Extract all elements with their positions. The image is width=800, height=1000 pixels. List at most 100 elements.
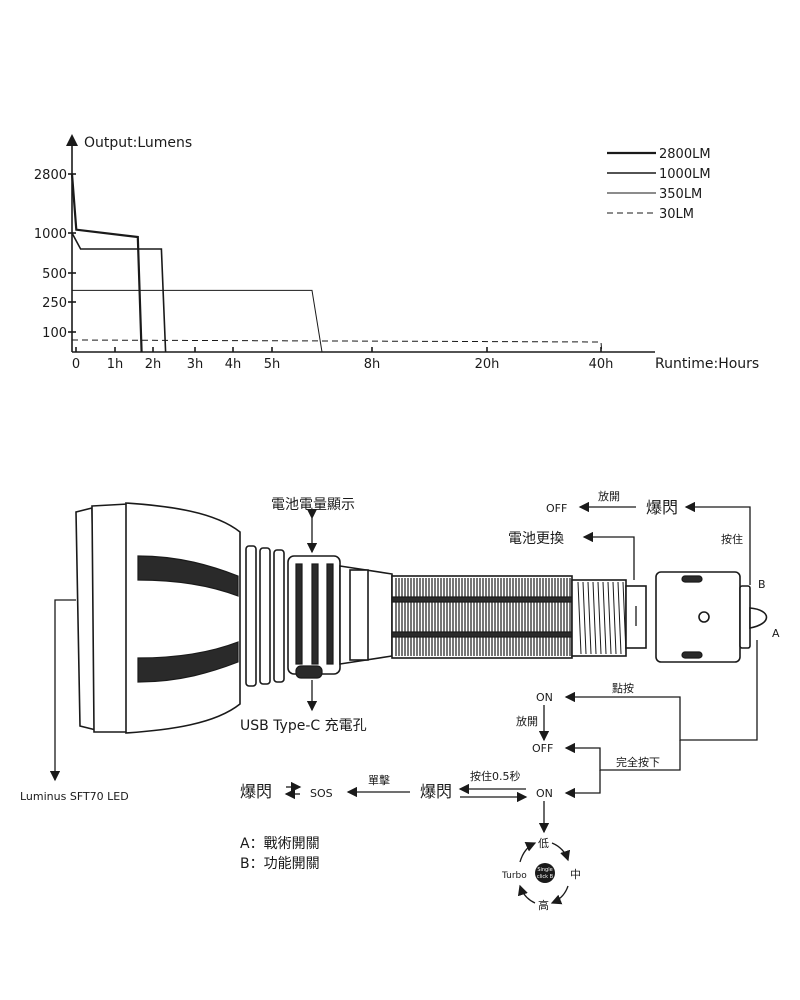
battery-replace-arrow — [582, 531, 635, 580]
series-line-1000lm — [71, 232, 167, 353]
usb-port — [295, 665, 323, 679]
release-top-label: 放開 — [598, 489, 620, 503]
legend-label: 350LM — [659, 187, 702, 202]
battery-display-label: 電池電量顯示 — [271, 497, 355, 513]
y-tick-label: 2800 — [34, 168, 67, 183]
chart-series — [70, 173, 603, 353]
off2-label: OFF — [532, 742, 553, 755]
series-line-30lm — [71, 339, 603, 353]
single-click-b-text-2: click B — [537, 874, 554, 880]
legend-label: 2800LM — [659, 147, 711, 162]
x-tick-label: 2h — [145, 357, 162, 372]
body-groove-1 — [391, 596, 573, 603]
cycle-arrow-4 — [519, 842, 537, 863]
cycle-arrow-2 — [550, 885, 569, 905]
y-tick-label: 100 — [42, 326, 67, 341]
usb-port-label: USB Type-C 充電孔 — [240, 718, 367, 734]
tail-cap — [655, 571, 741, 663]
battery-replace-label: 電池更換 — [508, 531, 564, 547]
hold-05-label: 按住0.5秒 — [470, 769, 521, 783]
led-arrow — [49, 599, 76, 782]
runtime-chart: Output:Lumens Runtime:Hours 100250500100… — [34, 134, 759, 372]
x-tick-label: 40h — [589, 357, 614, 372]
x-tick-label: 8h — [364, 357, 381, 372]
thread-line — [592, 581, 597, 655]
x-ticks: 0 1h 2h 3h 4h 5h 8h 20h 40h — [72, 347, 614, 372]
x-tick-label: 3h — [187, 357, 204, 372]
legend-b: B：功能開關 — [240, 856, 320, 872]
head-cone — [125, 502, 241, 734]
x-tick-label: 5h — [264, 357, 281, 372]
strobe-left-label: 爆閃 — [240, 782, 272, 801]
indicator-bar-2 — [311, 563, 319, 665]
head-fin-top — [137, 555, 239, 597]
cycle-arrow-1 — [551, 842, 571, 862]
body-groove-2 — [391, 631, 573, 638]
y-ticks: 100 250 500 1000 2800 — [34, 168, 76, 341]
mode-low: 低 — [538, 837, 549, 850]
head-fin-bottom — [137, 641, 239, 683]
chart-legend: 2800LM 1000LM 350LM 30LM — [607, 147, 711, 222]
legend-label: 1000LM — [659, 167, 711, 182]
y-tick-label: 250 — [42, 296, 67, 311]
on2-label: ON — [536, 787, 553, 800]
thread-line — [602, 581, 607, 655]
click-label: 點按 — [612, 681, 634, 695]
x-axis-label: Runtime:Hours — [655, 356, 759, 372]
series-line-350lm — [72, 289, 323, 353]
y-axis-arrow — [66, 134, 78, 146]
switch-a-label: A — [772, 627, 780, 640]
body-tube — [391, 575, 573, 659]
strobe-top-label: 爆閃 — [646, 498, 678, 517]
cooling-ring-3 — [273, 549, 285, 683]
full-press-on-arrow — [564, 770, 601, 799]
y-tick-label: 1000 — [34, 227, 67, 242]
thread-line — [582, 581, 587, 655]
x-tick-label: 20h — [475, 357, 500, 372]
strobe-mid-label: 爆閃 — [420, 782, 452, 801]
thread-line — [587, 581, 592, 655]
release-label: 放開 — [516, 714, 538, 728]
thread-line — [607, 581, 612, 655]
legend-a: A：戰術開關 — [240, 836, 320, 852]
off-top-label: OFF — [546, 502, 567, 515]
threads — [577, 581, 627, 655]
cooling-ring-1 — [245, 545, 257, 687]
function-switch-b — [739, 585, 751, 649]
switch-b-label: B — [758, 578, 766, 591]
cooling-ring-2 — [259, 547, 271, 685]
thread-line — [617, 581, 622, 655]
hold-arrow — [684, 501, 751, 585]
cycle-arrow-3 — [517, 884, 536, 904]
series-line-2800lm — [70, 173, 143, 353]
thread-line — [597, 581, 602, 655]
legend-label: 30LM — [659, 207, 694, 222]
tail-screw — [698, 611, 710, 623]
hold-label: 按住 — [721, 532, 743, 546]
thread-line — [577, 581, 582, 655]
x-tick-label: 4h — [225, 357, 242, 372]
full-press-label: 完全按下 — [616, 755, 660, 769]
single-click-label: 單擊 — [368, 773, 390, 787]
head-rim — [91, 503, 131, 733]
flashlight-illustration — [75, 502, 768, 734]
tactical-switch-a — [749, 607, 768, 629]
tail-cap-slot-top — [681, 575, 703, 583]
body-knurling — [395, 578, 571, 656]
y-axis-label: Output:Lumens — [84, 135, 192, 151]
x-tick-label: 0 — [72, 357, 80, 372]
indicator-bar-3 — [326, 563, 334, 665]
thread-line — [612, 581, 617, 655]
led-label: Luminus SFT70 LED — [20, 790, 129, 803]
mode-turbo: Turbo — [501, 871, 527, 881]
y-tick-label: 500 — [42, 267, 67, 282]
mode-high: 高 — [538, 898, 549, 912]
x-tick-label: 1h — [107, 357, 124, 372]
single-click-b-text-1: Single — [537, 867, 552, 873]
single-click-b-badge — [535, 863, 555, 883]
tail-cap-slot-bottom — [681, 651, 703, 659]
indicator-bar-1 — [295, 563, 303, 665]
sos-label: SOS — [310, 787, 333, 800]
on1-label: ON — [536, 691, 553, 704]
